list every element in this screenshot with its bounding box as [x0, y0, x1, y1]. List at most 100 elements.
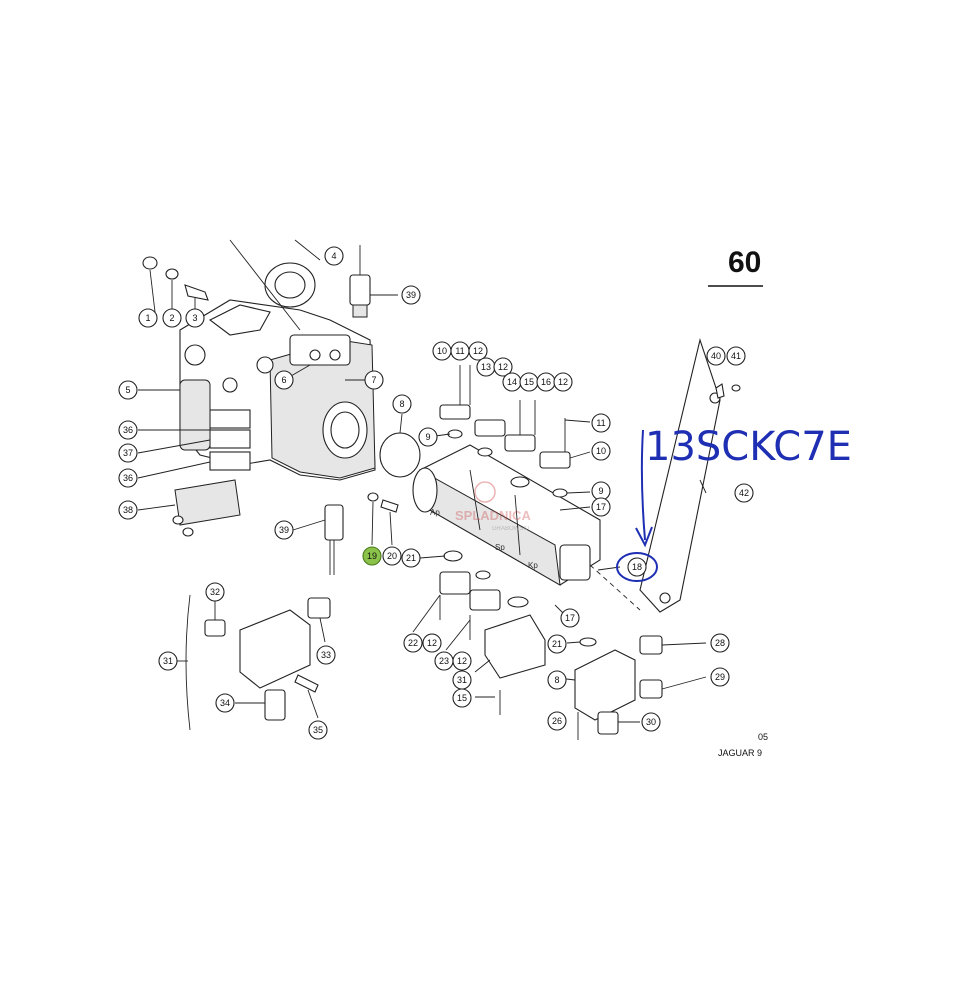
callout-4: 4 [324, 246, 344, 266]
svg-text:31: 31 [163, 656, 173, 666]
callout-40: 40 [706, 346, 726, 366]
svg-text:15: 15 [524, 377, 534, 387]
callout-21a: 21 [401, 548, 421, 568]
bolt-part-3 [184, 284, 209, 301]
callout-12a: 12 [468, 341, 488, 361]
screw-part-20 [380, 499, 399, 513]
mounting-bracket-part-42 [589, 338, 721, 613]
svg-text:23: 23 [439, 656, 449, 666]
svg-text:10: 10 [596, 446, 606, 456]
svg-text:12: 12 [558, 377, 568, 387]
svg-text:22: 22 [408, 638, 418, 648]
svg-text:30: 30 [646, 717, 656, 727]
callout-42: 42 [734, 483, 754, 503]
svg-text:32: 32 [210, 587, 220, 597]
svg-text:39: 39 [406, 290, 416, 300]
svg-text:17: 17 [596, 502, 606, 512]
callout-6: 6 [274, 370, 294, 390]
svg-text:9: 9 [425, 432, 430, 442]
washer-part-19 [367, 492, 379, 502]
svg-text:12: 12 [473, 346, 483, 356]
sensor-part-39-top [349, 245, 371, 318]
callout-39b: 39 [274, 520, 294, 540]
seal-kit-part-38 [174, 479, 241, 526]
handwritten-arrow-shaft [640, 429, 646, 541]
svg-text:38: 38 [123, 505, 133, 515]
callout-38: 38 [118, 500, 138, 520]
svg-text:16: 16 [541, 377, 551, 387]
svg-text:9: 9 [598, 486, 603, 496]
callout-12c: 12 [553, 372, 573, 392]
svg-text:8: 8 [399, 399, 404, 409]
svg-text:40: 40 [711, 351, 721, 361]
screw-part-40 [715, 383, 725, 399]
svg-text:28: 28 [715, 638, 725, 648]
callout-17a: 17 [591, 497, 611, 517]
callout-15b: 15 [452, 688, 472, 708]
seal-ring [172, 515, 184, 525]
callout-13: 13 [476, 357, 496, 377]
washer-part-1 [142, 256, 158, 270]
handwritten-annotation: 13SCKC7E [616, 424, 852, 582]
pump-label-ap: Ap [430, 508, 440, 517]
o-ring-part-8 [379, 432, 421, 478]
svg-text:11: 11 [596, 418, 605, 428]
svg-text:36: 36 [123, 473, 133, 483]
svg-text:1: 1 [145, 313, 150, 323]
handwritten-arrow-head [635, 526, 653, 548]
callout-39a: 39 [401, 285, 421, 305]
callout-30: 30 [641, 712, 661, 732]
watermark-logo [474, 481, 496, 503]
svg-text:21: 21 [406, 553, 416, 563]
svg-text:26: 26 [552, 716, 562, 726]
callout-36b: 36 [118, 468, 138, 488]
callout-12e: 12 [452, 651, 472, 671]
seal-ring [182, 527, 194, 537]
callout-31a: 31 [158, 651, 178, 671]
callout-12b: 12 [493, 357, 513, 377]
watermark-text: SPLADNICA [455, 508, 531, 523]
callout-8: 8 [392, 394, 412, 414]
svg-text:7: 7 [371, 375, 376, 385]
svg-text:14: 14 [507, 377, 517, 387]
callout-18: 18 [627, 557, 647, 577]
callout-24: 8 [547, 670, 567, 690]
callout-31b: 31 [452, 670, 472, 690]
callout-9b: 9 [591, 481, 611, 501]
svg-text:3: 3 [192, 313, 197, 323]
callout-16: 16 [536, 372, 556, 392]
callout-9a: 9 [418, 427, 438, 447]
svg-text:15: 15 [457, 693, 467, 703]
svg-text:12: 12 [427, 638, 437, 648]
callout-41: 41 [726, 346, 746, 366]
svg-text:29: 29 [715, 672, 725, 682]
washer-part-41 [731, 384, 741, 392]
callout-10b: 10 [591, 441, 611, 461]
callout-3: 3 [185, 308, 205, 328]
svg-text:42: 42 [739, 488, 749, 498]
svg-text:35: 35 [313, 725, 323, 735]
svg-text:4: 4 [331, 251, 336, 261]
callout-1: 1 [138, 308, 158, 328]
callout-37: 37 [118, 443, 138, 463]
callout-12d: 12 [422, 633, 442, 653]
callout-32: 32 [205, 582, 225, 602]
callout-20: 20 [382, 546, 402, 566]
svg-text:11: 11 [455, 346, 464, 356]
callout-19-highlighted: 19 [362, 546, 382, 566]
callout-leaders [137, 269, 707, 723]
svg-text:10: 10 [437, 346, 447, 356]
svg-text:5: 5 [125, 385, 130, 395]
callout-28: 28 [710, 633, 730, 653]
svg-text:33: 33 [321, 650, 331, 660]
valve-block-left [185, 594, 331, 731]
callout-21b: 21 [547, 634, 567, 654]
handwritten-circle-18 [616, 552, 658, 582]
svg-text:12: 12 [457, 656, 467, 666]
hydrostatic-pump-assembly [179, 299, 376, 481]
svg-text:19: 19 [367, 551, 377, 561]
footer-model: JAGUAR 9 [718, 748, 762, 758]
callout-17b: 17 [560, 608, 580, 628]
gear-pump-assembly: Ap Sp Kp [412, 444, 601, 586]
